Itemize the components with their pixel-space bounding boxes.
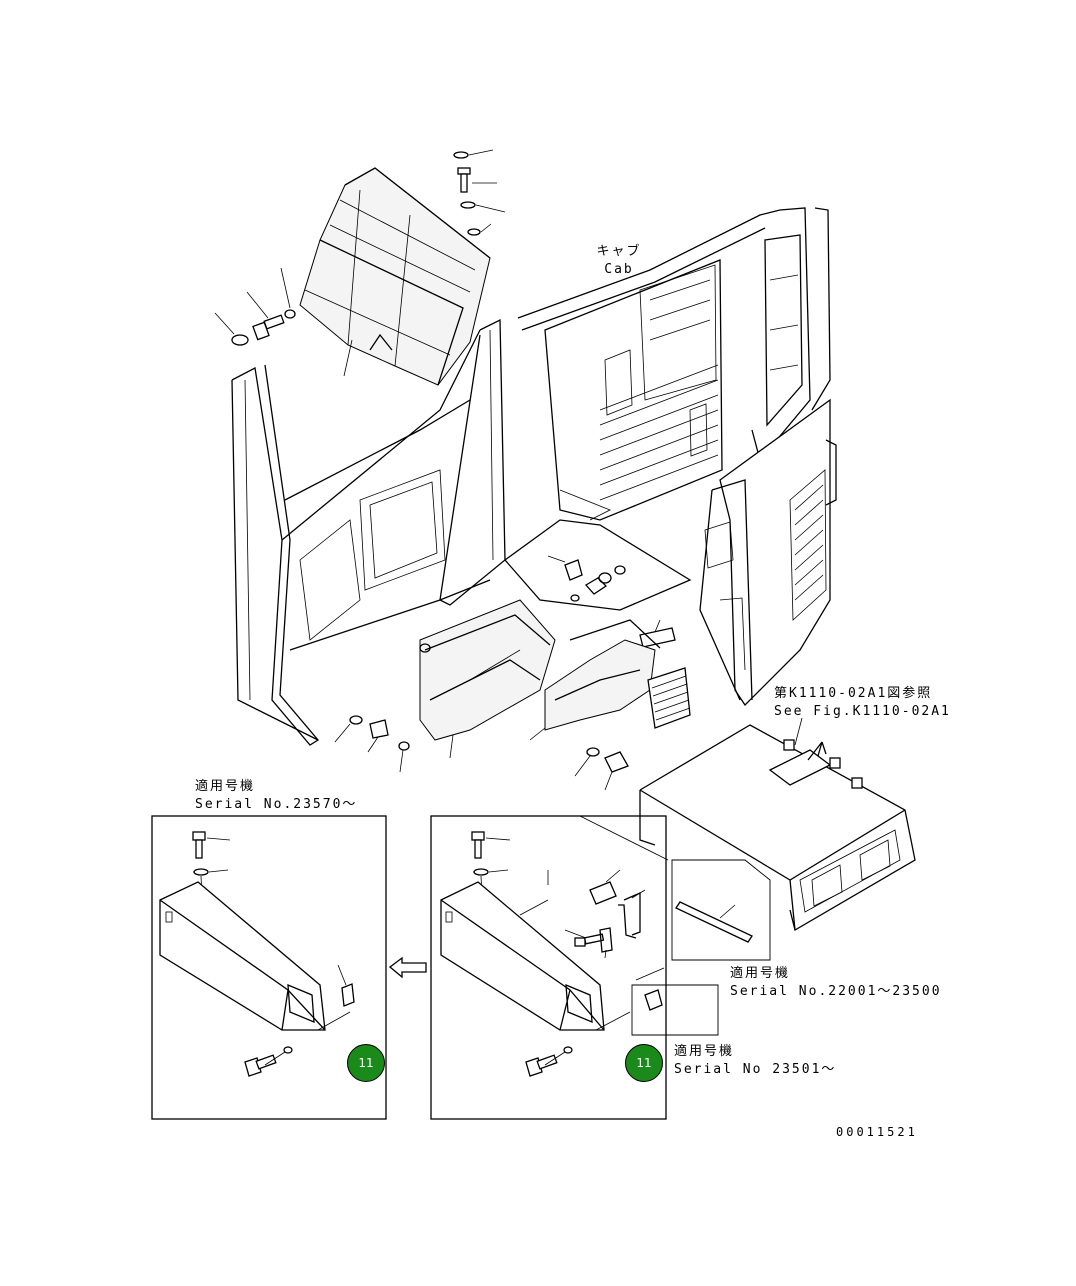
serial-left-label-jp: 適用号機 <box>195 779 256 794</box>
serial-right-label-jp: 適用号機 <box>674 1044 735 1059</box>
left-detail-frame <box>151 815 387 1120</box>
drawing-number: 00011521 <box>836 1125 918 1139</box>
see-fig-label-en: See Fig.K1110-02A1 <box>774 704 951 719</box>
middle-detail-frame <box>430 815 669 1120</box>
serial-mid-label-en: Serial No.22001～23500 <box>730 984 942 999</box>
lower-right-trim <box>529 619 661 741</box>
lower-bolts <box>334 715 629 791</box>
serial-left-label-en: Serial No.23570～ <box>195 797 358 812</box>
mid-brackets <box>564 869 646 959</box>
left-bolt-set <box>214 267 353 377</box>
serial-right-label-en: Serial No 23501～ <box>674 1062 837 1077</box>
see-fig-label-jp: 第K1110-02A1図参照 <box>774 686 933 701</box>
cab-label-jp: キャブ <box>596 244 642 259</box>
callout-badge-right[interactable]: 11 <box>625 1044 663 1082</box>
pad-part <box>631 984 719 1036</box>
lower-left-trim <box>419 599 556 759</box>
center-fittings <box>547 555 676 648</box>
floor-plate <box>639 724 916 931</box>
callout-badge-left[interactable]: 11 <box>347 1044 385 1082</box>
hollow-left-arrow-icon <box>388 956 427 979</box>
cab-label-en: Cab <box>604 262 634 277</box>
top-bolt-stack <box>453 149 506 236</box>
grille <box>647 667 691 729</box>
mid-side-plate <box>440 831 631 1077</box>
top-cover-panel <box>299 167 491 386</box>
serial-mid-label-jp: 適用号機 <box>730 966 791 981</box>
cab-structure <box>231 207 837 746</box>
rail-part <box>671 859 771 961</box>
